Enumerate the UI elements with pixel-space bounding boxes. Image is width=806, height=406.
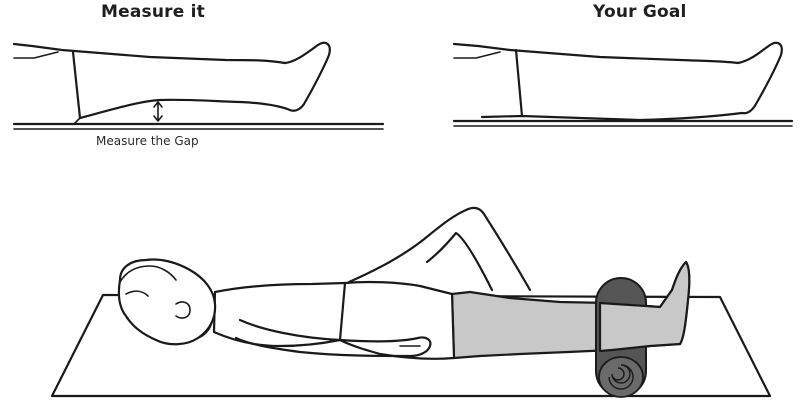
leg-outline-flat <box>454 43 792 126</box>
leg-outline-bent <box>14 43 383 129</box>
person-with-foam-roller <box>52 208 770 397</box>
gap-arrow-icon <box>154 102 162 121</box>
